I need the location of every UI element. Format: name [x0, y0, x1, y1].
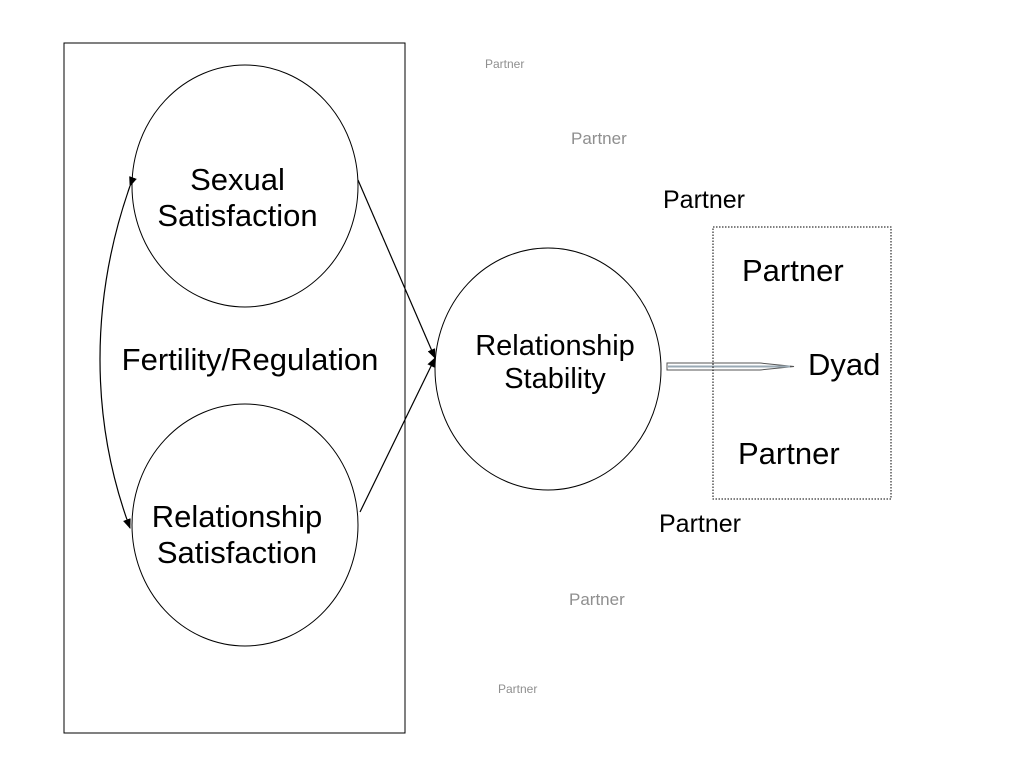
partner-fade-bottom-2: Partner [569, 590, 625, 609]
relationship-stability-label: Relationship Stability [455, 330, 655, 397]
relationship-satisfaction-label: Relationship Satisfaction [137, 499, 337, 570]
arrow-sexual-to-stability [357, 179, 436, 359]
dyad-label: Dyad [808, 347, 881, 382]
relationship-stability-line1: Relationship [475, 330, 635, 362]
predictors-box [63, 42, 406, 734]
partner-fade-top-1: Partner [485, 57, 525, 71]
relationship-stability-line2: Stability [504, 363, 606, 396]
dyad-partner-bottom: Partner [738, 436, 840, 471]
partner-fade-top-3: Partner [663, 186, 745, 214]
relationship-satisfaction-line1: Relationship [151, 499, 323, 534]
partner-fade-bottom-1: Partner [659, 510, 741, 538]
sexual-satisfaction-line2: Satisfaction [157, 197, 318, 233]
correlation-arrow [99, 176, 137, 529]
sexual-satisfaction-line1: Sexual [190, 162, 285, 197]
dyad-partner-top: Partner [742, 253, 844, 288]
arrow-relsat-to-stability [359, 357, 436, 513]
sexual-satisfaction-label: Sexual Satisfaction [145, 162, 330, 233]
relationship-stability-circle [434, 247, 662, 491]
fertility-regulation-label: Fertility/Regulation [121, 342, 379, 377]
partner-fade-top-2: Partner [571, 129, 627, 148]
partner-fade-bottom-3: Partner [498, 682, 538, 696]
relationship-satisfaction-line2: Satisfaction [156, 534, 318, 570]
